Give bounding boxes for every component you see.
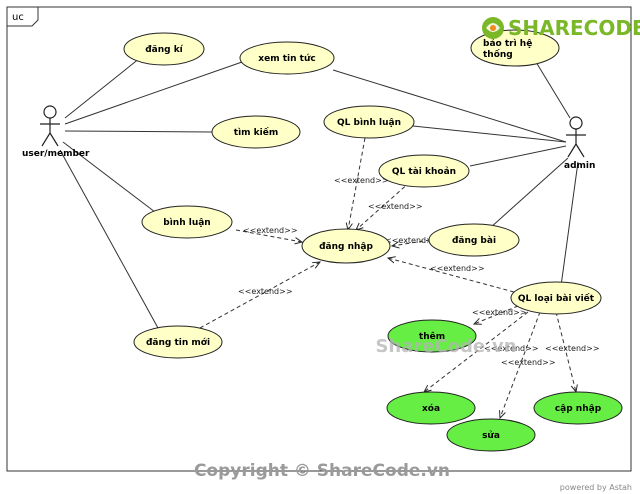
extend-sua	[500, 311, 541, 418]
extend-ql-loai-bai-viet	[388, 258, 515, 293]
label-extend-8: <<extend>>	[484, 344, 539, 353]
usecase-xoa	[386, 391, 476, 425]
actor-user-head	[43, 105, 57, 119]
usecase-cap-nhap-label: cập nhập	[555, 404, 602, 414]
assoc-user-tim-kiem	[64, 130, 213, 133]
usecase-cap-nhap	[533, 391, 623, 425]
extend-ql-binh-luan	[348, 137, 366, 230]
label-extend-5: <<extend>>	[238, 287, 293, 296]
usecase-ql-binh-luan-label: QL bình luận	[337, 118, 401, 128]
usecase-dang-ki-label: đăng kí	[145, 45, 183, 55]
usecase-sua	[446, 418, 536, 452]
usecase-binh-luan	[141, 205, 233, 239]
usecase-bao-tri-label-2: thống	[483, 49, 513, 60]
assoc-admin-ql-binh-luan	[412, 125, 567, 143]
assoc-admin-xem-tin-tuc	[332, 69, 567, 143]
actor-admin-head	[569, 116, 583, 130]
label-extend-6: <<extend>>	[430, 264, 485, 273]
actor-user	[40, 105, 60, 147]
usecases	[123, 29, 623, 452]
usecase-ql-tai-khoan	[378, 154, 470, 188]
usecase-tim-kiem-label: tìm kiếm	[234, 127, 278, 138]
usecase-dang-nhap	[301, 228, 391, 264]
usecase-dang-tin-moi-label: đăng tin mới	[146, 337, 210, 348]
associations	[59, 53, 579, 329]
label-extend-1: <<extend>>	[334, 176, 389, 185]
usecase-dang-tin-moi	[133, 325, 223, 359]
diagram-frame	[6, 6, 632, 472]
label-extend-7: <<extend>>	[472, 308, 527, 317]
usecase-xem-tin-tuc	[239, 41, 335, 75]
usecase-dang-bai	[428, 223, 520, 257]
extend-ql-tai-khoan	[356, 181, 411, 230]
extend-them	[474, 305, 519, 324]
usecase-xem-tin-tuc-label: xem tin tức	[258, 54, 315, 64]
usecase-sua-label: sửa	[482, 430, 500, 441]
frame-tag: uc	[12, 12, 24, 23]
assoc-admin-ql-loai-bai-viet	[560, 161, 579, 287]
usecase-ql-loai-bai-viet-label: QL loại bài viết	[518, 293, 595, 304]
assoc-user-binh-luan	[62, 141, 156, 213]
astah-credit: powered by Astah	[560, 483, 632, 492]
label-extend-2: <<extend>>	[368, 202, 423, 211]
usecase-xoa-label: xóa	[422, 403, 440, 414]
assoc-admin-dang-bai	[489, 157, 569, 229]
extend-dang-tin-moi	[199, 262, 320, 329]
logo-text: SHARECODE.vn	[508, 16, 640, 40]
frame-tag-box	[7, 7, 39, 27]
sharecode-logo: SHARECODE.vn	[482, 16, 640, 40]
usecase-bao-tri-label-1: bảo trì hệ	[483, 38, 532, 49]
label-extend-10: <<extend>>	[545, 344, 600, 353]
usecase-labels: đăng kí xem tin tức bảo trì hệ thống tìm…	[145, 38, 601, 441]
assoc-user-xem-tin-tuc	[64, 61, 243, 125]
assoc-user-dang-tin-moi	[59, 149, 159, 329]
usecase-tim-kiem	[211, 115, 301, 149]
usecase-ql-loai-bai-viet	[510, 281, 602, 315]
watermark-center: ShareCode.vn	[375, 336, 516, 357]
actor-admin	[566, 116, 586, 158]
usecase-dang-ki	[123, 32, 205, 66]
extend-xoa	[424, 311, 529, 392]
usecase-ql-binh-luan	[323, 105, 415, 139]
label-extend-3: <<extend>>	[243, 226, 298, 235]
assoc-user-dang-ki	[64, 53, 146, 119]
usecase-ql-tai-khoan-label: QL tài khoản	[392, 166, 456, 177]
usecase-them-label: thêm	[419, 331, 445, 342]
usecase-them	[387, 319, 477, 353]
assoc-admin-ql-tai-khoan	[469, 145, 567, 167]
actor-user-label: user/member	[22, 149, 90, 159]
label-extend-4: <<extend>>	[385, 236, 440, 245]
label-extend-9: <<extend>>	[501, 358, 556, 367]
copyright-watermark: Copyright © ShareCode.vn	[194, 461, 450, 481]
assoc-admin-bao-tri	[535, 61, 571, 119]
usecase-dang-bai-label: đăng bài	[452, 236, 496, 246]
actor-admin-label: admin	[564, 161, 595, 171]
usecase-dang-nhap-label: đăng nhập	[319, 242, 373, 252]
extend-labels: <<extend>> <<extend>> <<extend>> <<exten…	[238, 176, 600, 367]
usecase-binh-luan-label: bình luận	[163, 218, 210, 228]
extend-dependencies	[199, 137, 576, 418]
